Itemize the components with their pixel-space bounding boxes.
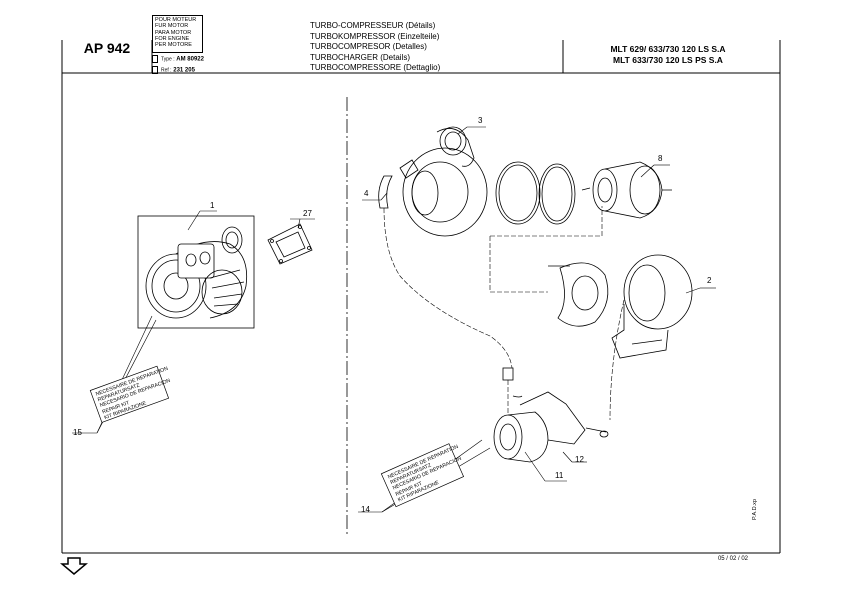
ref-row: Ref : 231 205 <box>152 66 195 74</box>
ref-label: Ref : <box>161 67 172 74</box>
type-checkbox <box>152 55 158 63</box>
wastegate-actuator-drawing <box>493 367 609 463</box>
engine-label-line: FOR ENGINE <box>155 35 190 42</box>
type-label: Type : <box>161 56 175 63</box>
callout-8: 8 <box>658 154 663 163</box>
ring-seals-drawing <box>495 161 576 225</box>
callout-3: 3 <box>478 116 483 125</box>
callout-15: 15 <box>73 428 82 437</box>
page-code: AP 942 <box>83 40 131 56</box>
gasket-drawing <box>267 223 313 265</box>
compressor-housing-drawing <box>399 126 488 237</box>
callout-4: 4 <box>364 189 369 198</box>
title-line-es: TURBOCOMPRESOR (Detalles) <box>310 42 427 52</box>
ref-value: 231 205 <box>173 67 195 74</box>
down-arrow-icon[interactable] <box>60 556 88 576</box>
model-line: MLT 633/730 120 LS PS S.A <box>613 55 723 65</box>
engine-label-line: FUR MOTOR <box>155 23 189 30</box>
title-line-fr: TURBO-COMPRESSEUR (Détails) <box>310 21 436 30</box>
engine-label-line: PARA MOTOR <box>155 29 192 36</box>
callout-11: 11 <box>555 471 564 480</box>
callout-27: 27 <box>303 209 312 218</box>
callout-1: 1 <box>210 201 215 210</box>
print-date: 05 / 02 / 02 <box>717 556 748 562</box>
callout-14: 14 <box>361 505 370 514</box>
callout-2: 2 <box>707 276 712 285</box>
engine-label-line: PER MOTORE <box>155 42 192 49</box>
model-block: MLT 629/ 633/730 120 LS S.A MLT 633/730 … <box>563 44 773 66</box>
side-code: P.A.D.xp <box>752 499 758 520</box>
ref-checkbox <box>152 66 158 74</box>
engine-label-line: POUR MOTEUR <box>155 17 197 23</box>
title-line-en: TURBOCHARGER (Details) <box>310 52 411 62</box>
type-value: AM 80922 <box>176 56 204 63</box>
engine-label-box: POUR MOTEUR FUR MOTOR PARA MOTOR FOR ENG… <box>152 15 203 53</box>
model-line: MLT 629/ 633/730 120 LS S.A <box>610 44 726 54</box>
turbine-housing-drawing <box>611 254 693 359</box>
title-line-it: TURBOCOMPRESSORE (Dettaglio) <box>310 63 441 73</box>
callout-12: 12 <box>575 455 584 464</box>
heat-shield-drawing <box>548 262 609 327</box>
type-row: Type : AM 80922 <box>152 55 204 63</box>
title-line-de: TURBOKOMPRESSOR (Einzelteile) <box>310 31 440 41</box>
center-housing-drawing <box>581 161 672 219</box>
turbo-assembly-drawing <box>137 215 255 329</box>
title-block: TURBO-COMPRESSEUR (Détails) TURBOKOMPRES… <box>310 21 440 74</box>
